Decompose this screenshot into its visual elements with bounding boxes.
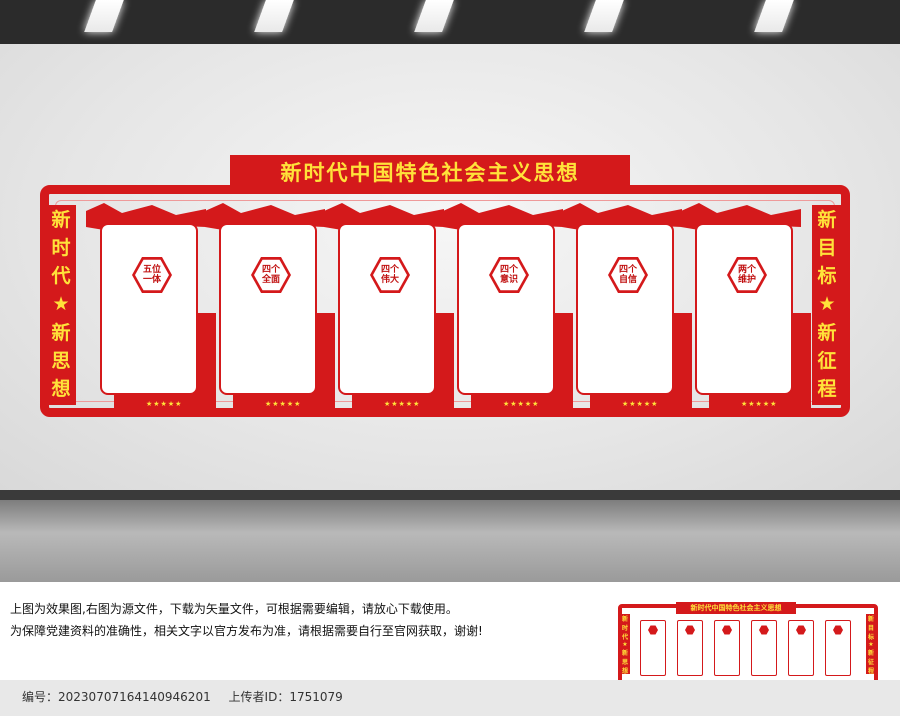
panel-title: 新时代中国特色社会主义思想	[230, 155, 630, 189]
ceiling	[0, 0, 900, 44]
thumbnail-left-slogan: 新时代★新思想	[620, 614, 630, 675]
ceiling-light	[84, 0, 124, 32]
badge-text: 四个	[618, 265, 637, 275]
content-card: 五位一体 ★★★★★	[86, 203, 216, 413]
floor	[0, 500, 900, 582]
thumbnail-card	[714, 620, 740, 676]
stars: ★★★★★	[384, 400, 421, 408]
badge-text: 伟大	[380, 275, 399, 285]
slogan-char: 标	[867, 634, 874, 641]
badge-text: 两个	[737, 265, 756, 275]
content-card: 四个自信 ★★★★★	[562, 203, 692, 413]
slogan-char: 程	[867, 668, 874, 675]
uploader-label: 上传者ID：	[228, 690, 290, 704]
slogan-char: 代	[621, 634, 628, 641]
thumbnail-card	[788, 620, 814, 676]
thumbnail-right-slogan: 新目标★新征程	[866, 614, 876, 675]
slogan-char: 新	[621, 616, 628, 623]
hexagon-badge: 两个维护	[727, 257, 767, 293]
badge-text: 自信	[618, 275, 637, 285]
stars: ★★★★★	[265, 400, 302, 408]
hexagon-badge: 四个全面	[251, 257, 291, 293]
badge-text: 意识	[499, 275, 518, 285]
hexagon-badge: 四个意识	[489, 257, 529, 293]
thumbnail-card	[677, 620, 703, 676]
caption-line: 为保障党建资料的准确性，相关文字以官方发布为准，请根据需要自行至官网获取，谢谢!	[10, 624, 483, 638]
slogan-char: 标	[817, 265, 837, 288]
thumbnail-card	[640, 620, 666, 676]
slogan-char: 程	[817, 377, 837, 400]
star-icon: ★	[622, 641, 628, 648]
slogan-char: 新	[867, 616, 874, 623]
slogan-char: 想	[51, 377, 71, 400]
hexagon-badge: 四个自信	[608, 257, 648, 293]
slogan-char: 时	[51, 237, 71, 260]
slogan-char: 目	[867, 625, 874, 632]
thumbnail-card	[751, 620, 777, 676]
caption-line: 上图为效果图,右图为源文件，下载为矢量文件，可根据需要编辑，请放心下载使用。	[10, 602, 458, 616]
content-card: 四个全面 ★★★★★	[205, 203, 335, 413]
stars: ★★★★★	[503, 400, 540, 408]
slogan-char: 新	[621, 650, 628, 657]
slogan-char: 思	[51, 349, 71, 372]
metadata-bar: 编号：20230707164140946201 上传者ID：1751079	[0, 680, 900, 716]
right-slogan: 新 目 标 ★ 新 征 程	[812, 205, 842, 405]
stars: ★★★★★	[146, 400, 183, 408]
star-icon: ★	[52, 293, 70, 316]
slogan-char: 新	[817, 209, 837, 231]
source-thumbnail[interactable]: 新时代中国特色社会主义思想 新时代★新思想 新目标★新征程	[618, 602, 878, 684]
stars: ★★★★★	[622, 400, 659, 408]
slogan-char: 征	[867, 659, 874, 666]
badge-text: 全面	[261, 275, 280, 285]
hexagon-badge: 四个伟大	[370, 257, 410, 293]
thumbnail-title: 新时代中国特色社会主义思想	[676, 602, 796, 614]
slogan-char: 想	[621, 668, 628, 675]
caption: 上图为效果图,右图为源文件，下载为矢量文件，可根据需要编辑，请放心下载使用。 为…	[10, 598, 483, 642]
ceiling-light	[414, 0, 454, 32]
slogan-char: 代	[51, 265, 71, 288]
id-value: 20230707164140946201	[58, 690, 211, 704]
slogan-char: 新	[51, 321, 71, 344]
badge-text: 四个	[261, 265, 280, 275]
content-card: 四个伟大 ★★★★★	[324, 203, 454, 413]
culture-wall-panel: 新时代中国特色社会主义思想 新 时 代 ★ 新 思 想 新 目 标 ★ 新 征 …	[40, 155, 850, 417]
hexagon-badge: 五位一体	[132, 257, 172, 293]
ceiling-light	[254, 0, 294, 32]
wall-baseboard	[0, 490, 900, 500]
left-slogan: 新 时 代 ★ 新 思 想	[46, 205, 76, 405]
slogan-char: 思	[621, 659, 628, 666]
content-card: 四个意识 ★★★★★	[443, 203, 573, 413]
uploader-value: 1751079	[289, 690, 343, 704]
slogan-char: 征	[817, 349, 837, 372]
ceiling-light	[754, 0, 794, 32]
content-card: 两个维护 ★★★★★	[681, 203, 811, 413]
id-label: 编号：	[22, 690, 59, 704]
slogan-char: 目	[817, 237, 837, 260]
badge-text: 五位	[142, 265, 161, 275]
badge-text: 四个	[499, 265, 518, 275]
slogan-char: 时	[621, 625, 628, 632]
badge-text: 维护	[737, 275, 756, 285]
badge-text: 四个	[380, 265, 399, 275]
ceiling-light	[584, 0, 624, 32]
slogan-char: 新	[51, 209, 71, 231]
slogan-char: 新	[867, 650, 874, 657]
star-icon: ★	[818, 293, 836, 316]
badge-text: 一体	[142, 275, 161, 285]
stars: ★★★★★	[741, 400, 778, 408]
thumbnail-card	[825, 620, 851, 676]
slogan-char: 新	[817, 321, 837, 344]
star-icon: ★	[868, 641, 874, 648]
